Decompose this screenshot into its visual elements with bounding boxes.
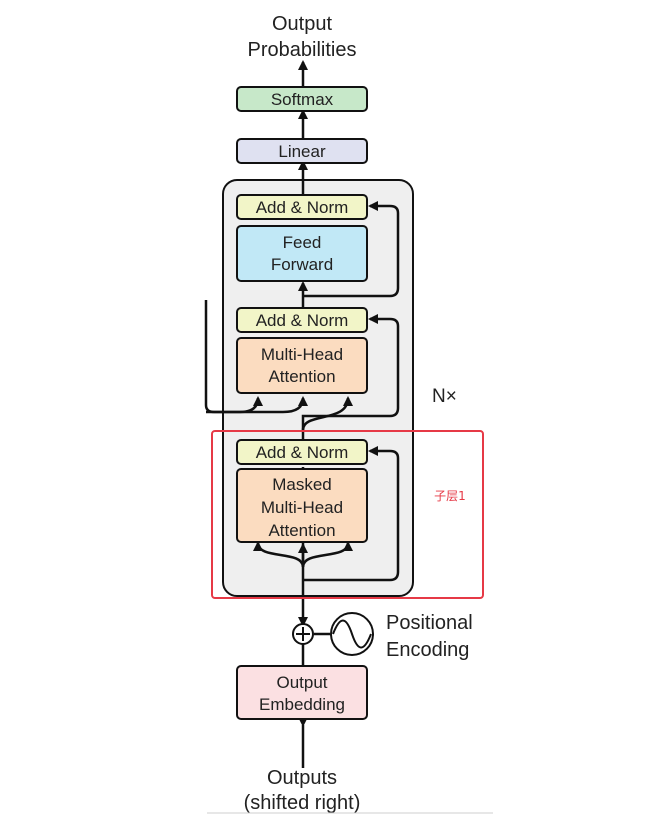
masked-attention-label-line1: Masked <box>272 475 332 494</box>
add-norm-label-middle: Add & Norm <box>256 311 349 330</box>
feed-forward-label-line2: Forward <box>271 255 333 274</box>
connector-lines <box>204 60 400 768</box>
multi-head-attention-box <box>236 337 368 394</box>
multi-head-attention-label-line2: Attention <box>268 367 335 386</box>
add-norm-label-bottom: Add & Norm <box>256 443 349 462</box>
masked-attention-label-line2: Multi-Head <box>261 498 343 517</box>
multi-head-attention-label-line1: Multi-Head <box>261 345 343 364</box>
add-norm-box-middle <box>236 307 368 333</box>
softmax-label: Softmax <box>271 90 334 109</box>
add-norm-box-bottom <box>236 439 368 465</box>
repeat-count-label: N× <box>432 386 457 407</box>
output-probabilities-label-line2: Probabilities <box>248 39 357 61</box>
add-norm-box-top <box>236 194 368 220</box>
positional-encoding-label-line2: Encoding <box>386 639 469 661</box>
softmax-box <box>236 86 368 112</box>
add-norm-label-top: Add & Norm <box>256 198 349 217</box>
output-embedding-label-line1: Output <box>276 673 327 692</box>
linear-label: Linear <box>278 142 326 161</box>
sublayer-annotation-label: 子层1 <box>434 489 466 503</box>
add-icon <box>292 623 314 645</box>
sublayer-highlight-box <box>211 430 484 599</box>
sine-wave-icon <box>330 612 374 656</box>
output-embedding-box <box>236 665 368 720</box>
feed-forward-box <box>236 225 368 282</box>
positional-encoding-label-line1: Positional <box>386 612 473 634</box>
outputs-label-line2: (shifted right) <box>244 792 361 814</box>
masked-attention-label-line3: Attention <box>268 521 335 540</box>
masked-multi-head-attention-box <box>236 468 368 543</box>
feed-forward-label-line1: Feed <box>283 233 322 252</box>
output-probabilities-label-line1: Output <box>272 13 332 35</box>
output-embedding-label-line2: Embedding <box>259 695 345 714</box>
linear-box <box>236 138 368 164</box>
outputs-label-line1: Outputs <box>267 767 337 789</box>
